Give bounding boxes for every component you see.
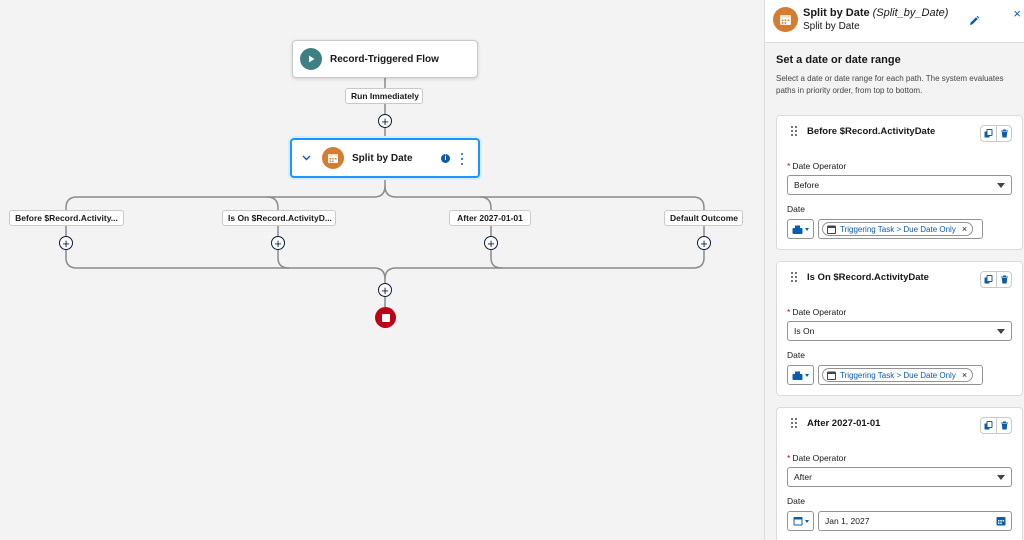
date-resource-field[interactable]: Triggering Task > Due Date Only × xyxy=(818,219,983,239)
flow-canvas[interactable]: Record-Triggered Flow Run Immediately + … xyxy=(0,0,764,540)
start-node[interactable]: Record-Triggered Flow xyxy=(292,40,478,78)
play-icon xyxy=(300,48,322,70)
branch-label[interactable]: Before $Record.Activity... xyxy=(9,210,124,226)
delete-icon[interactable] xyxy=(996,272,1011,287)
date-operator-select[interactable]: After xyxy=(787,467,1012,487)
path-actions xyxy=(980,271,1012,288)
decision-node-label: Split by Date xyxy=(352,152,413,164)
add-element-button[interactable]: + xyxy=(378,114,392,128)
path-card: Before $Record.ActivityDate *Date Operat… xyxy=(776,115,1023,250)
panel-title: Split by Date(Split_by_Date) xyxy=(803,7,948,19)
panel-header: Split by Date(Split_by_Date) Split by Da… xyxy=(765,0,1024,43)
section-description: Select a date or date range for each pat… xyxy=(776,74,1004,95)
date-resource-field[interactable]: Triggering Task > Due Date Only × xyxy=(818,365,983,385)
path-card: Is On $Record.ActivityDate *Date Operato… xyxy=(776,261,1023,396)
end-node[interactable] xyxy=(375,307,396,328)
pencil-icon[interactable] xyxy=(968,14,980,26)
date-input[interactable]: Jan 1, 2027 xyxy=(818,511,1012,531)
path-title: After 2027-01-01 xyxy=(807,418,881,429)
panel-subtitle: Split by Date xyxy=(803,21,860,32)
resource-type-picker[interactable] xyxy=(787,511,814,531)
date-label: Date xyxy=(787,204,805,214)
path-title: Before $Record.ActivityDate xyxy=(807,126,936,137)
dropdown-caret-icon xyxy=(997,475,1005,480)
add-element-button[interactable]: + xyxy=(697,236,711,250)
drag-handle-icon[interactable] xyxy=(791,272,797,282)
branch-label[interactable]: Default Outcome xyxy=(664,210,743,226)
run-immediately-label[interactable]: Run Immediately xyxy=(345,88,423,104)
date-label: Date xyxy=(787,350,805,360)
resource-icon xyxy=(792,371,803,380)
date-operator-select[interactable]: Is On xyxy=(787,321,1012,341)
delete-icon[interactable] xyxy=(996,126,1011,141)
decision-node[interactable]: Split by Date i xyxy=(290,138,480,178)
branch-label[interactable]: After 2027-01-01 xyxy=(449,210,531,226)
add-element-button[interactable]: + xyxy=(378,283,392,297)
dropdown-caret-icon xyxy=(997,183,1005,188)
path-title: Is On $Record.ActivityDate xyxy=(807,272,929,283)
path-card: After 2027-01-01 *Date Operator After Da… xyxy=(776,407,1023,540)
properties-panel: Split by Date(Split_by_Date) Split by Da… xyxy=(764,0,1024,540)
dropdown-caret-icon xyxy=(997,329,1005,334)
api-name: (Split_by_Date) xyxy=(872,7,949,19)
date-operator-label: *Date Operator xyxy=(787,161,847,171)
add-element-button[interactable]: + xyxy=(271,236,285,250)
copy-icon[interactable] xyxy=(981,418,996,433)
remove-icon[interactable]: × xyxy=(961,370,968,380)
flow-connectors xyxy=(65,78,705,307)
calendar-icon xyxy=(827,225,836,234)
more-options-icon[interactable] xyxy=(459,152,465,166)
chevron-down-icon[interactable] xyxy=(300,152,312,164)
remove-icon[interactable]: × xyxy=(961,224,968,234)
path-actions xyxy=(980,417,1012,434)
resource-pill[interactable]: Triggering Task > Due Date Only × xyxy=(822,222,974,236)
calendar-icon[interactable] xyxy=(996,516,1006,526)
calendar-icon xyxy=(773,7,798,32)
resource-type-picker[interactable] xyxy=(787,219,814,239)
element-label: Split by Date xyxy=(803,7,870,19)
copy-icon[interactable] xyxy=(981,272,996,287)
resource-icon xyxy=(792,225,803,234)
add-element-button[interactable]: + xyxy=(484,236,498,250)
resource-pill[interactable]: Triggering Task > Due Date Only × xyxy=(822,368,974,382)
date-operator-select[interactable]: Before xyxy=(787,175,1012,195)
date-operator-label: *Date Operator xyxy=(787,307,847,317)
date-operator-label: *Date Operator xyxy=(787,453,847,463)
path-actions xyxy=(980,125,1012,142)
copy-icon[interactable] xyxy=(981,126,996,141)
start-node-label: Record-Triggered Flow xyxy=(330,53,439,65)
calendar-icon xyxy=(827,371,836,380)
branch-label[interactable]: Is On $Record.ActivityD... xyxy=(222,210,336,226)
info-icon[interactable]: i xyxy=(441,154,450,163)
stop-icon xyxy=(381,313,390,322)
calendar-icon xyxy=(793,517,802,526)
drag-handle-icon[interactable] xyxy=(791,126,797,136)
date-label: Date xyxy=(787,496,805,506)
section-title: Set a date or date range xyxy=(776,54,901,66)
close-icon[interactable]: × xyxy=(1013,6,1021,21)
delete-icon[interactable] xyxy=(996,418,1011,433)
resource-type-picker[interactable] xyxy=(787,365,814,385)
calendar-icon xyxy=(322,147,344,169)
drag-handle-icon[interactable] xyxy=(791,418,797,428)
add-element-button[interactable]: + xyxy=(59,236,73,250)
